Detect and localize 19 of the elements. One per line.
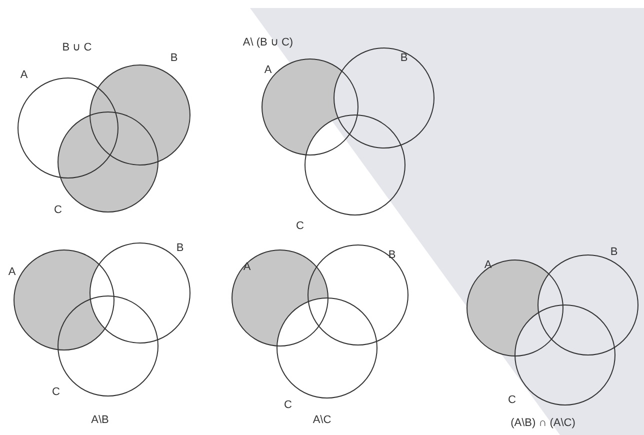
set-label: B bbox=[388, 249, 396, 261]
set-label: C bbox=[284, 399, 292, 411]
set-label: A bbox=[264, 64, 272, 76]
set-label: A bbox=[484, 259, 492, 271]
set-expression: (A\B) ∩ (A\C) bbox=[510, 417, 576, 429]
set-label: B bbox=[610, 246, 618, 258]
set-label: A bbox=[20, 69, 28, 81]
set-expression: A\B bbox=[91, 414, 109, 426]
set-label: C bbox=[52, 386, 60, 398]
set-label: B bbox=[170, 52, 178, 64]
set-label: C bbox=[508, 394, 516, 406]
set-label: B bbox=[176, 242, 184, 254]
set-label: A bbox=[8, 266, 16, 278]
set-label: C bbox=[54, 204, 62, 216]
set-label: C bbox=[296, 220, 304, 232]
set-expression: B ∪ C bbox=[62, 40, 92, 54]
set-expression: A\ (B ∪ C) bbox=[242, 36, 294, 48]
set-label: B bbox=[400, 52, 408, 64]
set-expression: A\C bbox=[312, 414, 332, 426]
